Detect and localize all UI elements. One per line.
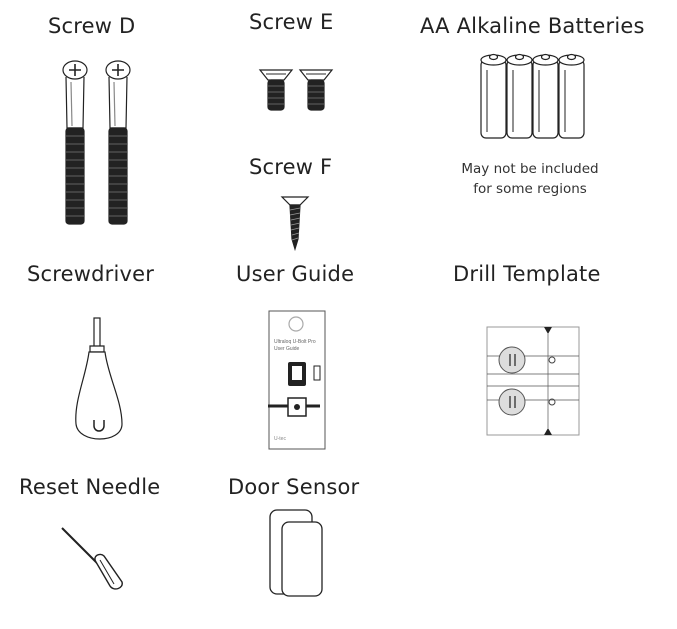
drill-template-label: Drill Template xyxy=(453,262,601,286)
reset-needle-illustration xyxy=(61,527,123,590)
door-sensor-label: Door Sensor xyxy=(228,475,360,499)
batteries-note-line1: May not be included xyxy=(461,161,599,177)
user-guide-illustration: Ultraloq U-Bolt Pro User Guide U-tec xyxy=(268,310,326,450)
door-sensor-illustration xyxy=(269,509,323,597)
reset-needle-label: Reset Needle xyxy=(19,475,161,499)
batteries-note-line2: for some regions xyxy=(473,181,587,197)
screw-e-label: Screw E xyxy=(249,10,334,34)
screwdriver-label: Screwdriver xyxy=(27,262,155,286)
screwdriver-illustration xyxy=(75,317,123,440)
batteries-illustration xyxy=(480,53,585,139)
svg-text:Ultraloq U-Bolt Pro: Ultraloq U-Bolt Pro xyxy=(274,339,316,345)
screw-e-illustration xyxy=(258,69,334,111)
drill-template-illustration xyxy=(486,326,580,436)
screw-d-illustration xyxy=(62,60,131,225)
user-guide-label: User Guide xyxy=(236,262,355,286)
svg-text:User Guide: User Guide xyxy=(274,346,300,352)
screw-f-label: Screw F xyxy=(249,155,333,179)
screw-f-illustration xyxy=(280,196,310,251)
batteries-note: May not be included for some regions xyxy=(455,159,605,199)
svg-text:U-tec: U-tec xyxy=(274,436,286,442)
batteries-label: AA Alkaline Batteries xyxy=(420,14,645,38)
screw-d-label: Screw D xyxy=(48,14,136,38)
